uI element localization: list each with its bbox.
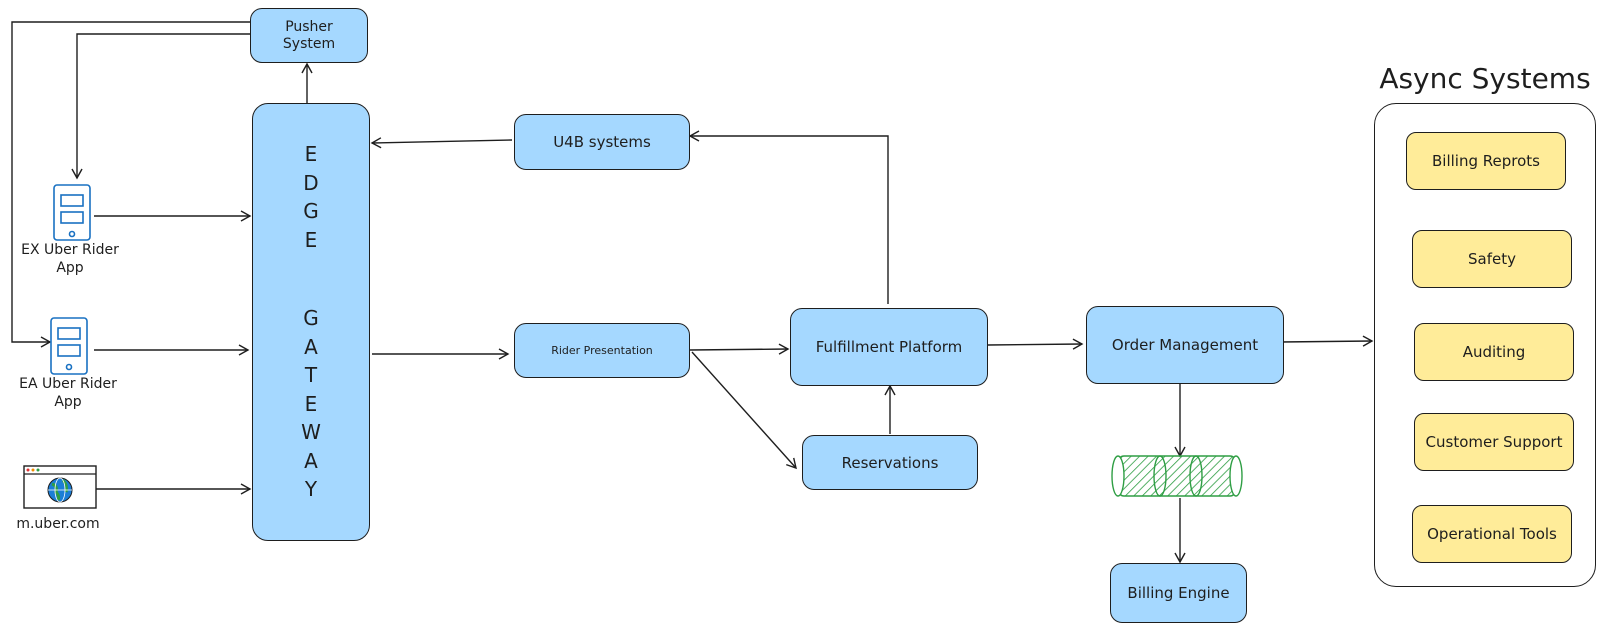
rider-presentation-to-reservations-arrow [691, 351, 797, 470]
ex-app-phone-icon [53, 184, 91, 241]
u4b-systems-node: U4B systems [514, 114, 690, 170]
rider-presentation-label: Rider Presentation [551, 343, 653, 357]
async-item-operational-tools: Operational Tools [1412, 505, 1572, 563]
pusher-system-node: Pusher System [250, 8, 368, 63]
async-item-label: Customer Support [1425, 433, 1563, 451]
async-item-customer-support: Customer Support [1414, 413, 1574, 471]
pusher-to-ea-app-arrow [11, 21, 250, 348]
pusher-system-label: Pusher System [282, 18, 336, 52]
gateway-letter-bottom-5: A [304, 448, 318, 473]
gateway-letter-top-1: D [303, 170, 319, 195]
billing-engine-node: Billing Engine [1110, 563, 1247, 623]
reservations-node: Reservations [802, 435, 978, 490]
billing-engine-label: Billing Engine [1127, 584, 1230, 602]
ea-app-phone-icon [50, 317, 88, 375]
web-label: m.uber.com [16, 516, 100, 532]
async-item-label: Safety [1468, 250, 1516, 268]
fulfillment-platform-node: Fulfillment Platform [790, 308, 988, 386]
gateway-letter-top-3: E [304, 227, 318, 252]
async-systems-title: Async Systems [1379, 62, 1591, 95]
rider-presentation-node: Rider Presentation [514, 323, 690, 378]
fulfillment-to-order-management-arrow [987, 338, 1084, 350]
gateway-letter-bottom-1: A [304, 334, 318, 359]
ex-app-label: EX Uber Rider App [21, 242, 119, 276]
gateway-letter-top-0: E [304, 142, 318, 167]
u4b-systems-label: U4B systems [553, 133, 651, 151]
gateway-letter-bottom-6: Y [304, 477, 318, 502]
order-management-node: Order Management [1086, 306, 1284, 384]
async-item-label: Auditing [1462, 343, 1526, 361]
gateway-letter-bottom-3: E [304, 391, 318, 416]
pusher-to-ex-app-arrow [71, 33, 250, 180]
reservations-label: Reservations [841, 453, 939, 472]
ea-app-label: EA Uber Rider App [19, 376, 117, 410]
order-management-to-async-arrow [1279, 335, 1374, 347]
async-item-safety: Safety [1412, 230, 1572, 288]
message-queue-icon [1111, 455, 1243, 497]
order-management-label: Order Management [1111, 336, 1259, 354]
gateway-letter-bottom-0: G [303, 306, 319, 331]
gateway-letter-bottom-2: T [304, 363, 318, 388]
rider-presentation-to-fulfillment-arrow [689, 343, 790, 355]
gateway-letter-bottom-4: W [301, 420, 321, 445]
async-item-label: Operational Tools [1427, 525, 1557, 543]
fulfillment-platform-label: Fulfillment Platform [815, 338, 963, 356]
browser-globe-icon [23, 465, 97, 509]
async-item-label: Billing Reprots [1432, 152, 1540, 170]
async-item-billing-reprots: Billing Reprots [1406, 132, 1566, 190]
u4b-to-gateway-arrow [370, 137, 513, 149]
async-item-auditing: Auditing [1414, 323, 1574, 381]
fulfillment-to-u4b-arrow [688, 130, 889, 304]
gateway-letter-top-2: G [303, 199, 319, 224]
